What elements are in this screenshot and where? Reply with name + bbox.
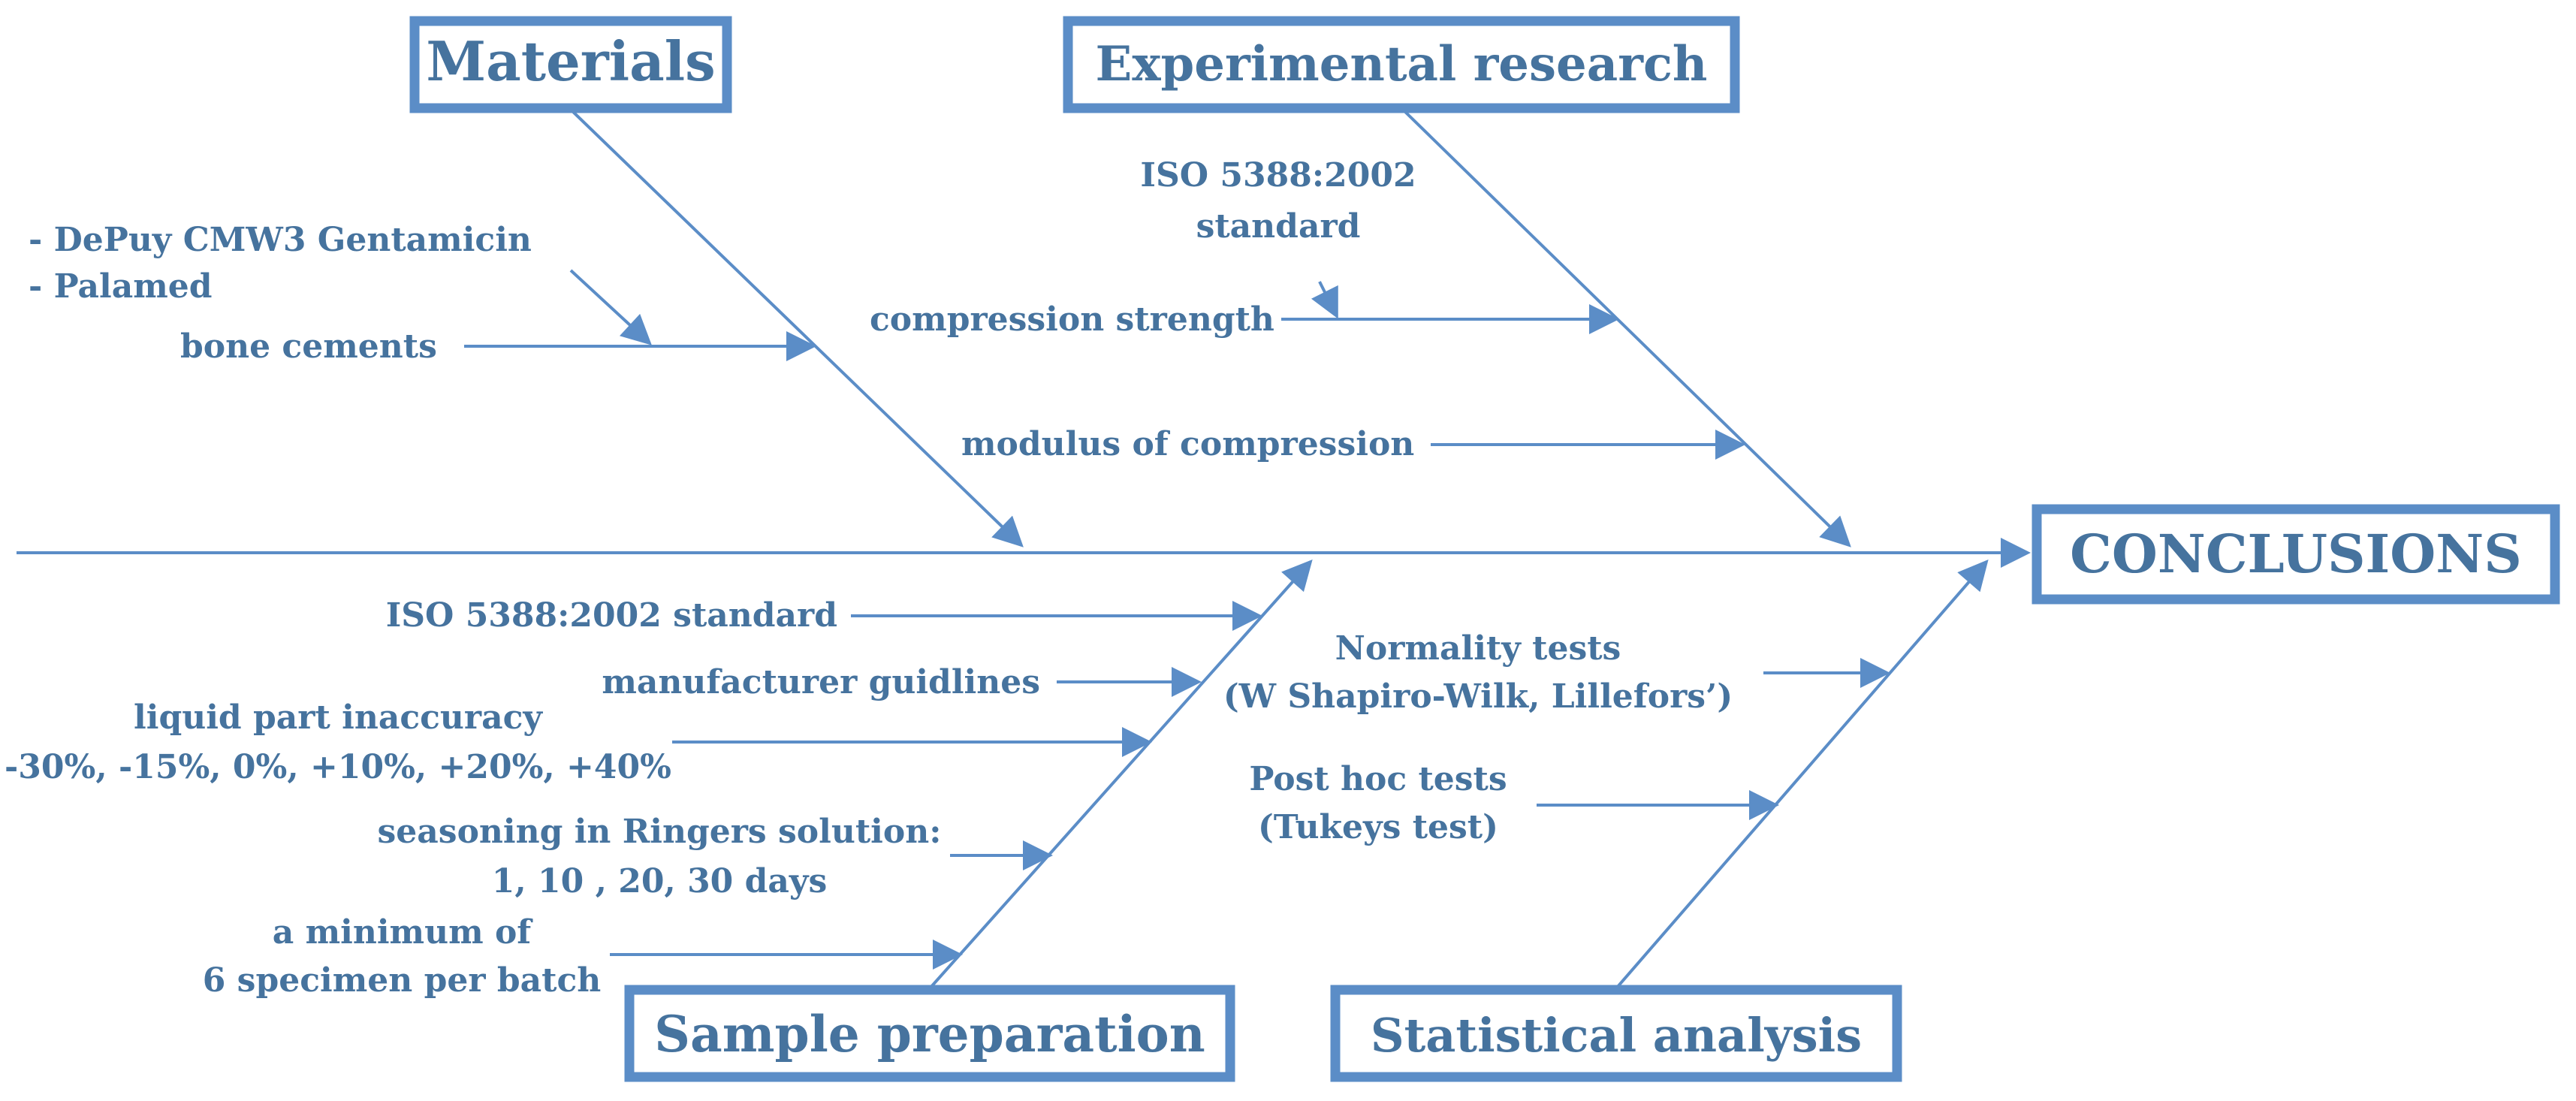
compression-strength-label: compression strength: [870, 300, 1274, 339]
manufacturer-guidlines-label: manufacturer guidlines: [602, 663, 1040, 701]
iso-standard-prep-label: ISO 5388:2002 standard: [386, 596, 837, 635]
seasoning-line2: 1, 10 , 20, 30 days: [492, 862, 827, 900]
sample-preparation-box: Sample preparation: [624, 985, 1235, 1082]
materials-title: Materials: [426, 29, 715, 93]
experimental-research-bone: [1401, 108, 1851, 547]
minimum-specimen-line2: 6 specimen per batch: [203, 961, 601, 1000]
liquid-part-inaccuracy-line2: -30%, -15%, 0%, +10%, +20%, +40%: [5, 748, 671, 786]
post-hoc-tests-line2: (Tukeys test): [1258, 808, 1498, 846]
normality-tests-line1: Normality tests: [1335, 629, 1621, 668]
liquid-part-inaccuracy-line1: liquid part inaccuracy: [134, 698, 543, 737]
bone-cements-label: bone cements: [180, 327, 437, 366]
seasoning-line1: seasoning in Ringers solution:: [378, 813, 942, 851]
cement-type-depuy: - DePuy CMW3 Gentamicin: [29, 221, 532, 259]
normality-tests-line2: (W Shapiro-Wilk, Lillefors’): [1223, 677, 1733, 716]
materials-box: Materials: [409, 16, 732, 113]
conclusions-title: CONCLUSIONS: [2070, 523, 2522, 585]
statistical-analysis-bone: [1615, 559, 1989, 990]
statistical-analysis-box: Statistical analysis: [1330, 985, 1902, 1082]
conclusions-box: CONCLUSIONS: [2032, 504, 2560, 605]
post-hoc-tests-line1: Post hoc tests: [1249, 760, 1507, 798]
materials-bone: [569, 108, 1024, 547]
modulus-of-compression-label: modulus of compression: [961, 425, 1414, 463]
sample-preparation-title: Sample preparation: [654, 1005, 1205, 1063]
minimum-specimen-line1: a minimum of: [273, 913, 534, 952]
iso-standard-arrow: [1311, 281, 1338, 319]
sample-preparation-bone: [928, 560, 1313, 990]
cement-types-arrow: [569, 269, 652, 345]
experimental-research-box: Experimental research: [1063, 16, 1740, 113]
statistical-analysis-title: Statistical analysis: [1371, 1008, 1862, 1063]
cement-type-palamed: - Palamed: [29, 267, 213, 306]
iso-standard-line1: ISO 5388:2002: [1140, 156, 1416, 195]
experimental-research-title: Experimental research: [1096, 36, 1708, 92]
iso-standard-line2: standard: [1196, 207, 1361, 246]
